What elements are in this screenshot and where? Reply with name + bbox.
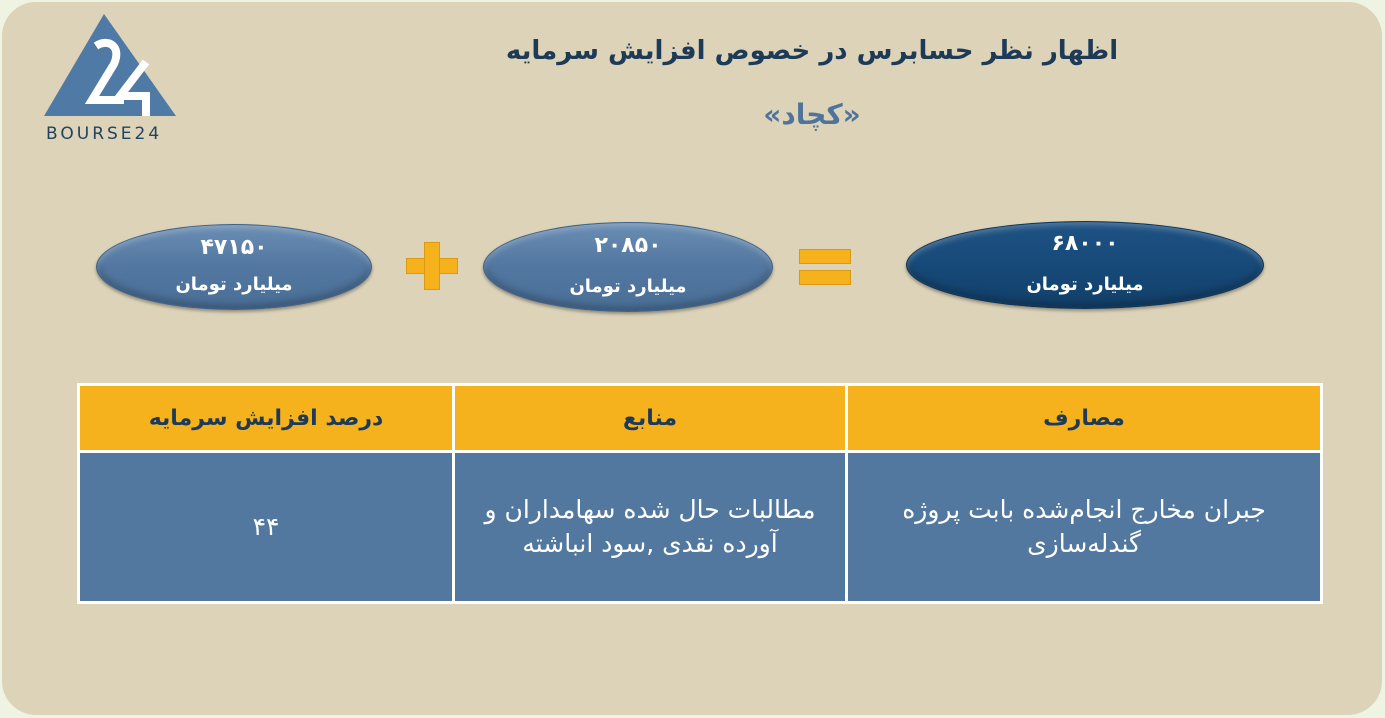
- amount-unit: میلیارد تومان: [175, 274, 293, 295]
- cell-expenses: جبران مخارج انجام‌شده بابت پروژه گندله‌س…: [845, 450, 1323, 604]
- amount-value: ۶۸۰۰۰: [1051, 231, 1119, 256]
- amount-oval-part-b: ۴۷۱۵۰ میلیارد تومان: [96, 224, 372, 310]
- brand-name: BOURSE24: [46, 124, 163, 144]
- table-header-row: مصارف منابع درصد افزایش سرمایه: [77, 383, 1323, 453]
- capital-increase-table: مصارف منابع درصد افزایش سرمایه جبران مخا…: [77, 383, 1323, 604]
- table-row: جبران مخارج انجام‌شده بابت پروژه گندله‌س…: [77, 450, 1323, 604]
- amount-oval-total: ۶۸۰۰۰ میلیارد تومان: [906, 221, 1264, 309]
- page-title: اظهار نظر حسابرس در خصوص افزایش سرمایه: [505, 36, 1119, 66]
- cell-sources: مطالبات حال شده سهامداران و آورده نقدی ,…: [452, 450, 848, 604]
- amount-unit: میلیارد تومان: [1026, 274, 1144, 295]
- bourse24-logo-icon: [44, 14, 176, 116]
- header-expenses: مصارف: [845, 383, 1323, 453]
- cell-percent: ۴۴: [77, 450, 455, 604]
- company-symbol: «کچاد»: [763, 98, 861, 131]
- amount-unit: میلیارد تومان: [569, 276, 687, 297]
- header-percent: درصد افزایش سرمایه: [77, 383, 455, 453]
- amount-value: ۲۰۸۵۰: [594, 233, 662, 258]
- amount-value: ۴۷۱۵۰: [200, 235, 268, 260]
- header-sources: منابع: [452, 383, 848, 453]
- amount-oval-part-a: ۲۰۸۵۰ میلیارد تومان: [483, 222, 773, 312]
